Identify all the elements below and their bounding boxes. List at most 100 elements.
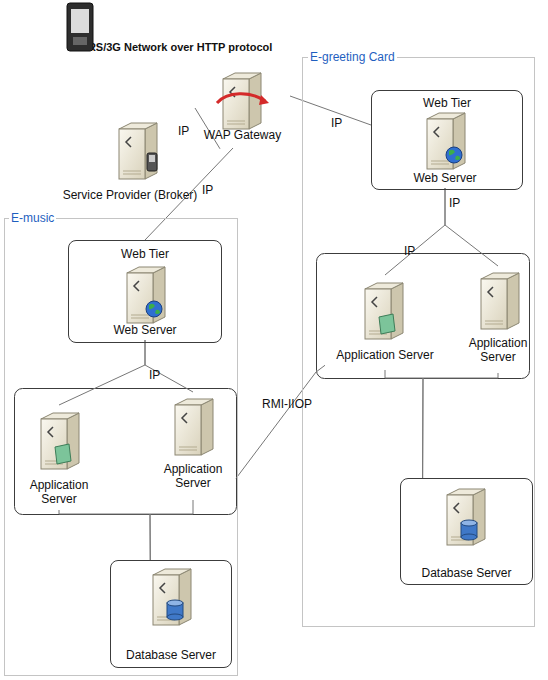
server-top [223,73,261,79]
server-icon [446,486,496,548]
server-side [507,273,519,329]
node-label: Application Server [462,336,534,364]
icon-group [175,399,213,455]
connector-line [423,373,498,478]
server-vent [431,161,449,162]
handheld-screen [149,155,155,162]
node-label: Web Tier [371,96,523,110]
server-vent [179,447,197,448]
icon-group [365,283,403,339]
server-top [365,283,403,289]
server-top [153,569,191,575]
server-icon [152,566,202,628]
connector-line [59,510,150,560]
server-icon [222,70,272,132]
server-top [481,273,519,279]
connector-line [385,370,423,478]
db-top [461,520,477,526]
server-node: Database Server [400,478,533,585]
server-vent [227,124,245,125]
node-label: Application Server [16,478,102,506]
group-title: E-music [9,211,56,225]
server-side [201,399,213,455]
connector-line [59,340,145,405]
system-group: E-musicWeb TierWeb ServerApplication Ser… [4,218,238,676]
connector-label: RMI-IIOP [262,397,312,411]
icon-group [481,273,519,329]
server-vent [485,321,503,322]
node-label: WAP Gateway [195,128,290,142]
connector-label: IP [202,183,213,197]
server-icon [426,110,476,172]
handheld-symbol [147,153,157,171]
server-vent [179,450,197,451]
server-node: Database Server [110,560,232,668]
icon-group [427,113,465,169]
connector-line [145,340,193,392]
server-vent [123,174,141,175]
gateway-arrow [217,94,265,103]
phone-screen [71,9,89,33]
server-mark [454,503,459,513]
phone-icon [66,2,116,64]
server-side [145,123,157,179]
node-label: Service Provider (Broker) [55,188,205,202]
db-top [167,600,183,606]
server-icon [126,264,176,326]
server-front [175,405,201,455]
server-node: Web Server [100,262,190,340]
server-node: Web Server [405,108,485,188]
connector-label: IP [178,124,189,138]
server-mark [372,297,377,307]
server-mark [434,127,439,137]
server-node: Service Provider (Broker) [55,118,220,206]
server-vent [485,324,503,325]
connector-label: IP [149,368,160,382]
connector-line [150,500,193,560]
connector-label: IP [331,116,342,130]
server-mark [182,413,187,423]
tier-box: Web TierWeb Server [371,90,523,190]
node-label: Application Server [150,462,236,490]
node-label: Application Server [325,348,445,362]
server-top [427,113,465,119]
gateway-node: WAP Gateway [195,68,290,148]
app-card [379,314,395,334]
icon-group [153,569,191,625]
icon-group [447,489,485,545]
server-icon [40,410,90,472]
server-vent [131,315,149,316]
icon-group [119,123,157,179]
app-card [55,444,71,464]
server-node: Application Server [16,405,102,510]
connector-label: IP [404,244,415,258]
server-top [127,267,165,273]
server-icon [364,280,414,342]
server-mark [134,281,139,291]
mobile-device: GPRS/3G Network over HTTP protocol [60,2,278,72]
node-label: GPRS/3G Network over HTTP protocol [72,40,278,54]
server-front [481,279,507,329]
connector-line [445,188,498,266]
phone-body [67,3,93,51]
icon-group [41,413,79,469]
connector-label: IP [449,196,460,210]
server-front [223,79,249,129]
globe-symbol [446,147,462,163]
icon-group [217,73,269,129]
phone-keys [73,37,87,45]
connector-line [236,365,325,478]
node-label: Database Server [110,648,232,662]
server-vent [123,171,141,172]
server-mark [488,287,493,297]
server-top [447,489,485,495]
group-title: E-greeting Card [308,50,397,64]
node-label: Database Server [400,566,533,580]
server-front [119,129,145,179]
server-icon [480,270,530,332]
server-node: Application Server [462,266,534,373]
server-vent [227,121,245,122]
gateway-arrowhead [259,95,269,105]
